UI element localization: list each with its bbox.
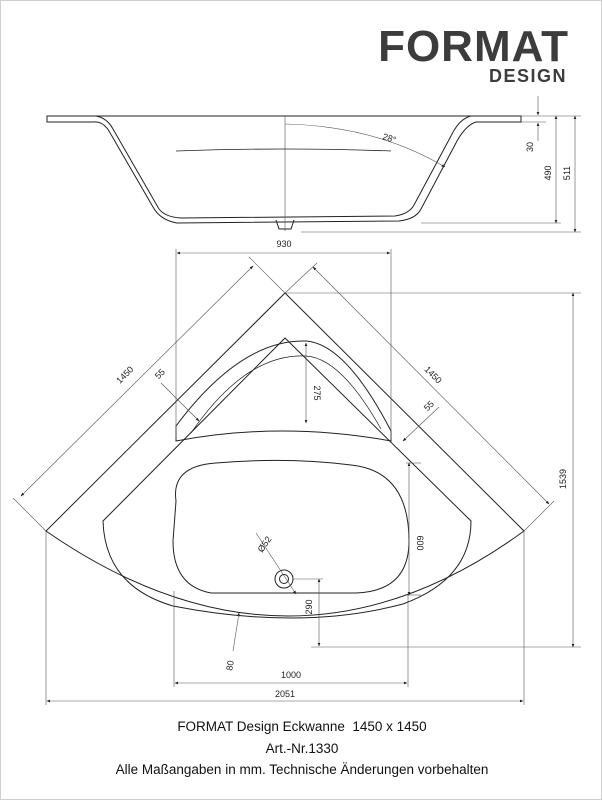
dim-headrest-width: 930 xyxy=(276,239,291,249)
plan-headrest xyxy=(175,340,392,442)
plan-outer-outline xyxy=(45,292,525,617)
dim-headrest-depth: 275 xyxy=(312,385,322,400)
dim-rim-left: 55 xyxy=(153,367,167,381)
plan-inner-outline xyxy=(102,337,472,619)
side-view xyxy=(46,115,522,231)
dim-total-width: 2051 xyxy=(275,689,295,699)
dim-side-length-right: 1450 xyxy=(423,364,444,385)
side-highlight xyxy=(175,148,392,152)
caption-note: Alle Maßangaben in mm. Technische Änderu… xyxy=(115,762,489,777)
dim-front-rim: 80 xyxy=(224,660,236,672)
dim-rim-thickness: 30 xyxy=(525,142,535,152)
dim-drain-offset: 290 xyxy=(304,599,314,614)
brand-subtitle: DESIGN xyxy=(489,66,567,86)
plan-view-dimensions xyxy=(12,249,581,705)
plan-view xyxy=(45,292,525,619)
dim-side-length-left: 1450 xyxy=(114,364,135,385)
dim-rim-angle: 28° xyxy=(381,131,397,145)
angle-arc xyxy=(284,123,446,168)
side-view-dimensions xyxy=(301,96,581,233)
drain-inner xyxy=(279,574,289,584)
dim-total-height: 511 xyxy=(562,166,572,180)
dim-drain-diameter: Ø52 xyxy=(256,534,274,554)
caption-title: FORMAT Design Eckwanne 1450 x 1450 xyxy=(177,719,427,734)
brand-name: FORMAT xyxy=(378,22,569,71)
side-rim-outline xyxy=(46,115,522,224)
dim-basin-width: 1000 xyxy=(281,670,301,680)
caption-article-number: Art.-Nr.1330 xyxy=(265,741,339,756)
brand-logo: FORMAT DESIGN xyxy=(378,22,569,86)
dim-total-depth: 1539 xyxy=(558,469,568,489)
side-inner-wall xyxy=(95,115,472,219)
dim-basin-length: 600 xyxy=(415,535,425,550)
bathtub-drawing: FORMAT DESIGN 28° xyxy=(12,22,581,705)
dim-rim-right: 55 xyxy=(422,399,436,413)
plan-headrest-inner xyxy=(190,355,382,434)
dim-inner-depth: 490 xyxy=(543,165,553,180)
